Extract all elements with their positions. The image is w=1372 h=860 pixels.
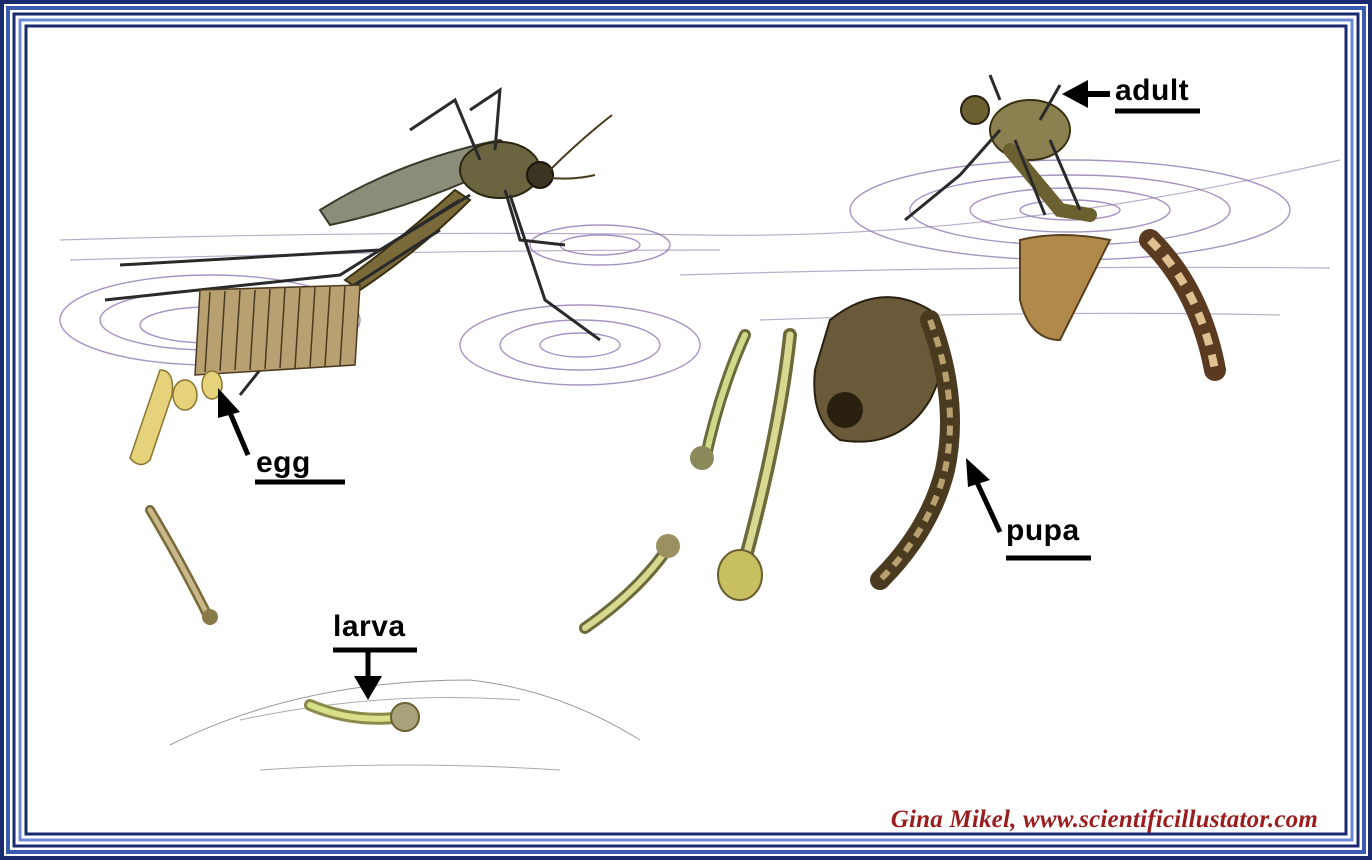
larva-arrow <box>333 650 417 700</box>
hanging-larvae <box>585 335 790 628</box>
egg-laying-mosquito <box>105 90 612 465</box>
label-pupa: pupa <box>1006 516 1080 546</box>
egg-raft <box>195 285 360 375</box>
falling-eggs <box>130 370 222 465</box>
label-adult: adult <box>1115 76 1189 106</box>
label-pointers <box>218 80 1200 700</box>
illustrator-credit: Gina Mikel, www.scientificillustator.com <box>891 806 1318 834</box>
label-egg: egg <box>256 448 311 478</box>
label-larva: larva <box>333 612 406 642</box>
pupa-figure <box>814 297 950 580</box>
emerging-adult <box>905 75 1215 370</box>
larva-left <box>150 510 218 625</box>
larva-at-surface <box>170 680 640 770</box>
